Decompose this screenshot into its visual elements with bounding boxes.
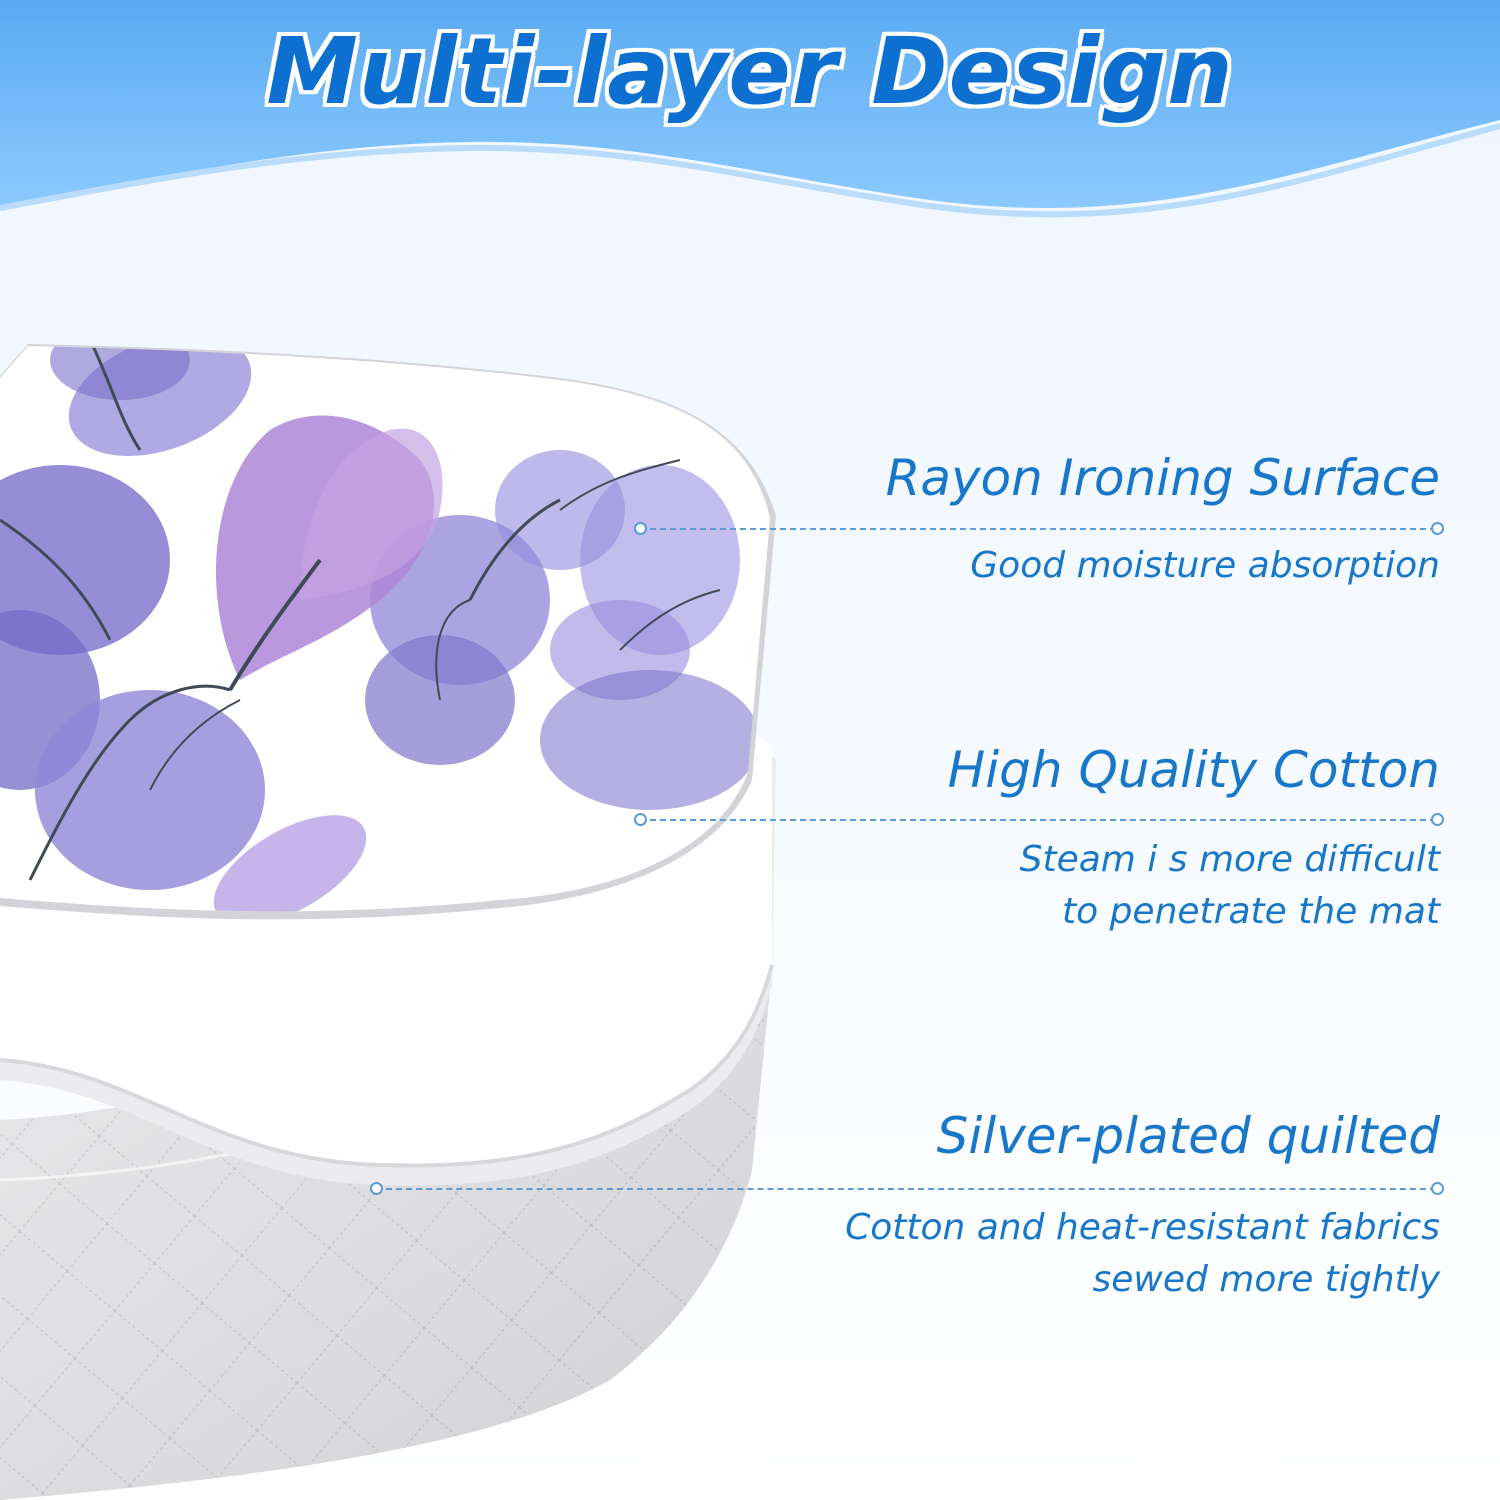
- layer-description: to penetrate the mat: [1062, 891, 1440, 932]
- layer-description: Cotton and heat-resistant fabrics: [845, 1207, 1440, 1248]
- leader-line-cotton: [640, 819, 1436, 821]
- layer-label-cotton: High Quality Cotton Steam i s more diffi…: [948, 740, 1440, 938]
- leader-line-quilted: [376, 1188, 1436, 1190]
- leader-dot-end-cotton: [1431, 813, 1444, 826]
- leader-dot-end-quilted: [1431, 1182, 1444, 1195]
- leader-dot-end-rayon: [1431, 522, 1444, 535]
- leader-line-rayon: [640, 528, 1436, 530]
- layer-title: High Quality Cotton: [947, 741, 1440, 799]
- leader-dot-start-rayon: [634, 522, 647, 535]
- layer-title: Silver-plated quilted: [936, 1107, 1440, 1165]
- layer-description: Good moisture absorption: [970, 545, 1440, 586]
- layer-title: Rayon Ironing Surface: [885, 449, 1440, 507]
- rayon-floral-layer: [0, 344, 776, 920]
- header-banner: [0, 0, 1500, 240]
- leader-dot-start-quilted: [370, 1182, 383, 1195]
- layer-description: sewed more tightly: [1092, 1259, 1440, 1300]
- leader-dot-start-cotton: [634, 813, 647, 826]
- layer-label-rayon: Rayon Ironing Surface Good moisture abso…: [886, 448, 1440, 592]
- page-title: Multi-layer Design: [266, 18, 1234, 125]
- layer-description: Steam i s more difficult: [1019, 839, 1440, 880]
- layer-label-quilted: Silver-plated quilted Cotton and heat-re…: [845, 1106, 1440, 1306]
